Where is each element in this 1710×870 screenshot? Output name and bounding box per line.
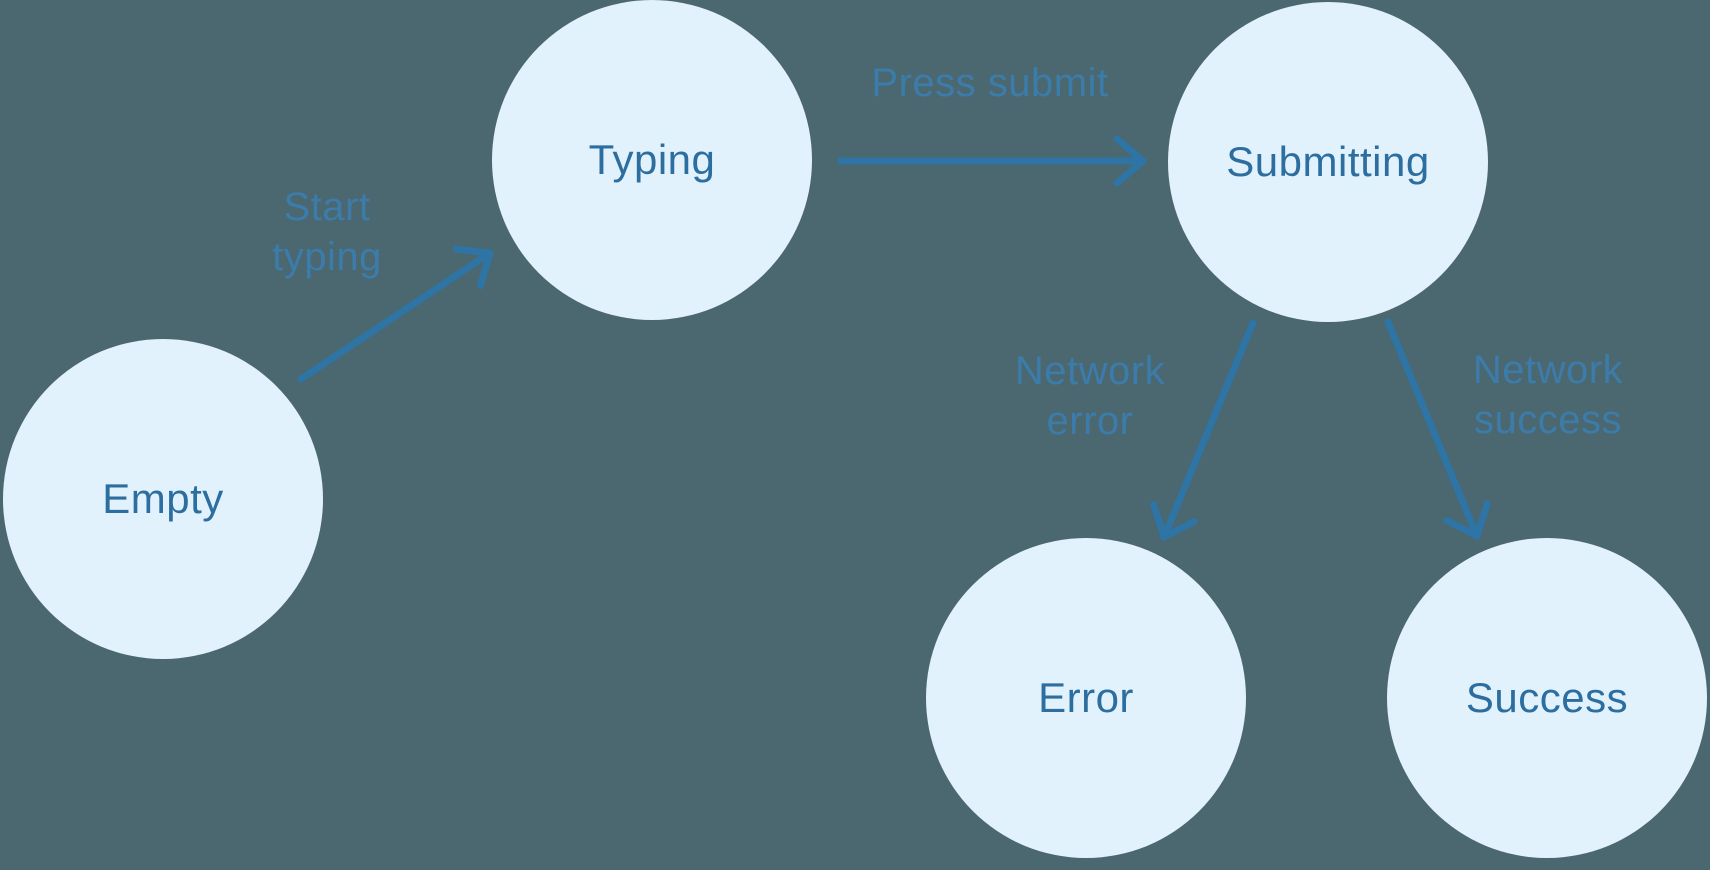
edge-label-network-error: Network error [1015,346,1165,446]
state-node-success: Success [1387,538,1707,858]
state-label-typing: Typing [588,136,716,183]
arrow-submitting-to-success [1384,318,1491,540]
state-label-empty: Empty [102,475,224,522]
edge-label-start-typing: Start typing [272,182,382,282]
edge-label-line: Network [1014,349,1166,393]
state-node-submitting: Submitting [1168,2,1488,322]
state-label-submitting: Submitting [1226,138,1430,185]
edge-label-network-success: Network success [1473,345,1623,445]
state-label-error: Error [1038,674,1134,721]
edge-label-press-submit: Press submit [871,58,1108,108]
state-label-success: Success [1465,674,1629,721]
state-node-error: Error [926,538,1246,858]
edge-label-line: Network [1472,348,1624,392]
edge-label-line: typing [272,235,382,279]
edge-label-line: Start [283,185,371,229]
state-node-empty: Empty [3,339,323,659]
edge-label-line: Press submit [871,61,1109,105]
state-node-typing: Typing [492,0,812,320]
edge-label-line: error [1046,399,1134,443]
arrow-submitting-to-error [1150,319,1257,541]
edge-label-line: success [1473,398,1622,442]
